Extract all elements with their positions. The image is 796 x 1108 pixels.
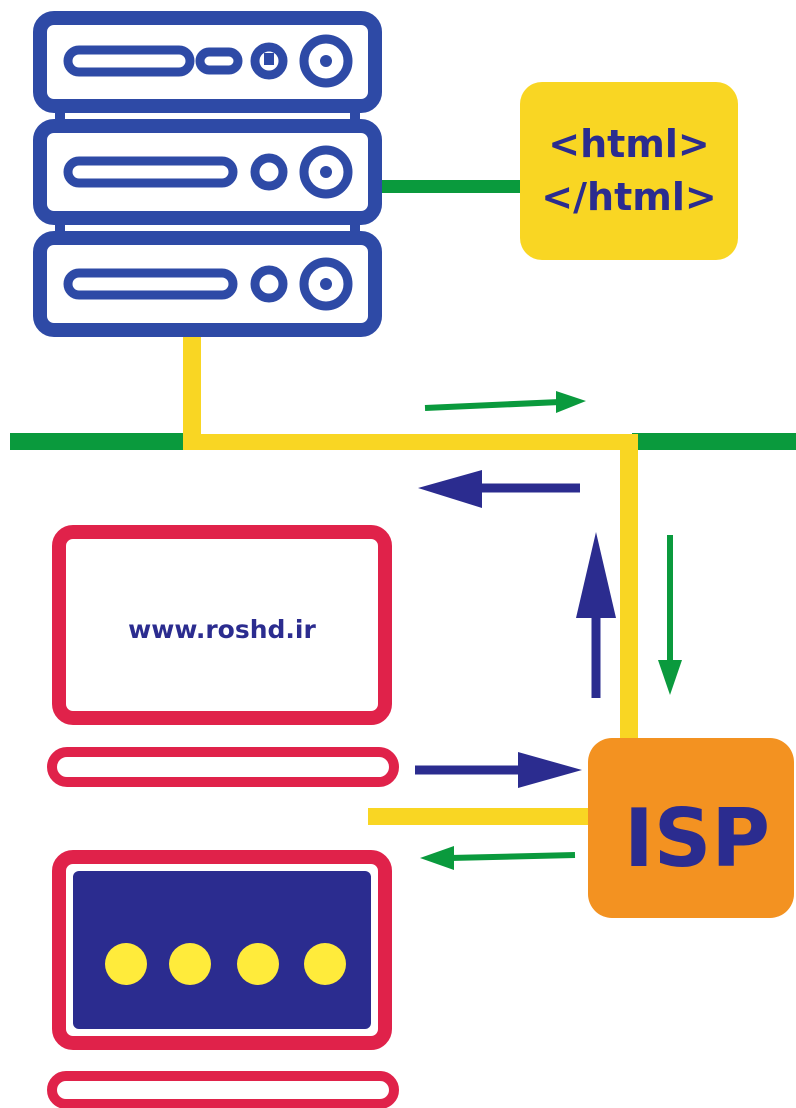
html-open-tag: <html>: [548, 122, 710, 166]
arrow-blue-right: [415, 752, 582, 788]
isp-computer-link: [368, 808, 594, 825]
isp-label: ISP: [624, 792, 770, 885]
arrow-blue-up: [576, 532, 616, 698]
arrow-green-left: [420, 846, 576, 870]
password-screen-icon: [47, 850, 399, 1108]
isp-box: ISP: [588, 738, 794, 918]
server-rack-icon: [33, 11, 382, 337]
arrow-blue-left: [418, 470, 580, 508]
network-backbone-line: [10, 433, 796, 450]
server-isp-link: [183, 335, 638, 744]
server-html-link: [382, 180, 530, 193]
html-close-tag: </html>: [541, 175, 716, 219]
html-document-box: <html> </html>: [520, 82, 738, 260]
arrow-green-right: [424, 391, 586, 413]
password-dots: [105, 943, 346, 985]
laptop-icon: www.roshd.ir: [47, 525, 399, 787]
arrow-green-down: [658, 535, 682, 695]
browser-url: www.roshd.ir: [128, 615, 316, 644]
